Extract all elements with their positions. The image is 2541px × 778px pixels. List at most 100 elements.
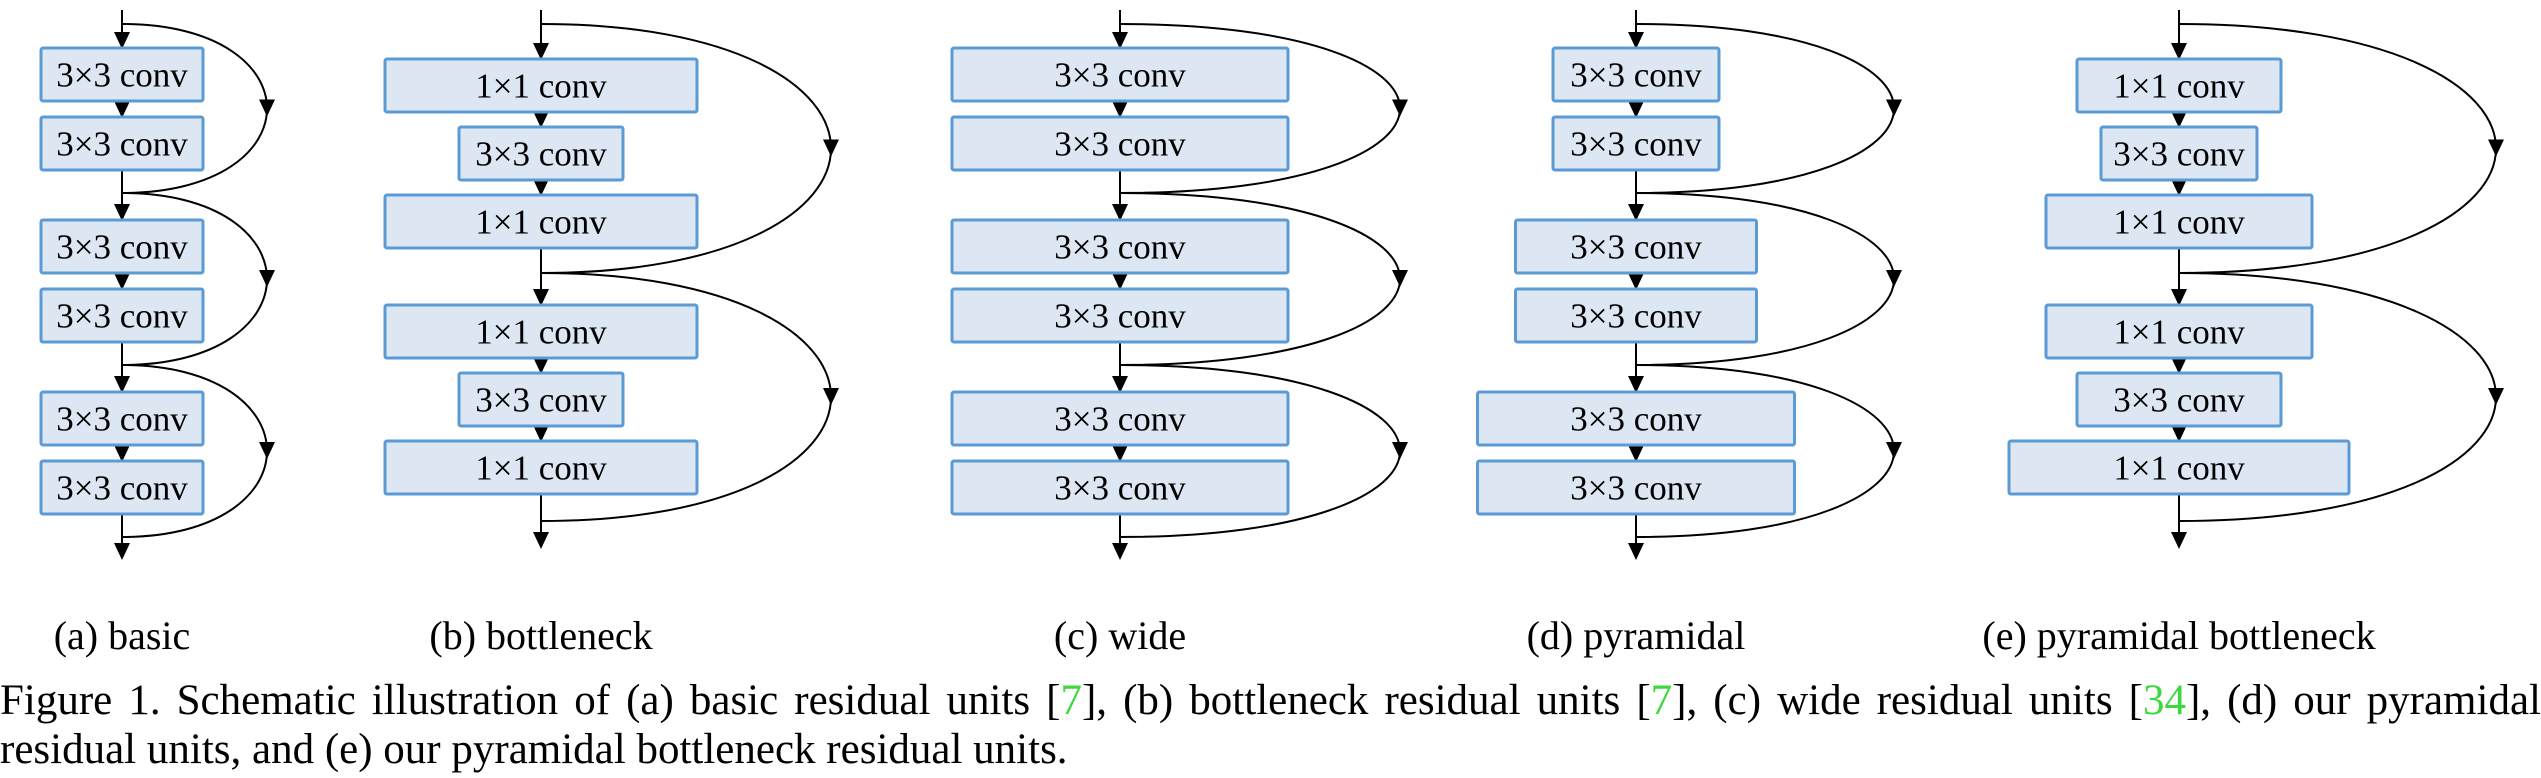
arrowhead-down-icon	[1886, 99, 1902, 117]
residual-unit-diagrams: 3×3 conv 3×3 conv 3×3 conv 3×3 conv 3×3 conv…	[39, 10, 2504, 560]
arrowhead-down-icon	[2171, 43, 2187, 60]
conv-box-label: 3×3 conv	[1570, 56, 1702, 95]
conv-box-c-3	[950, 218, 1290, 275]
subfigure-caption-e: (e) pyramidal bottleneck	[1982, 613, 2376, 658]
arrowhead-down-icon	[114, 273, 130, 290]
conv-box-c-4	[950, 287, 1290, 344]
conv-box-label: 3×3 conv	[1054, 125, 1186, 164]
arrowhead-down-icon	[259, 270, 275, 287]
arrowhead-down-icon	[1112, 543, 1128, 560]
conv-box-label: 1×1 conv	[475, 449, 607, 488]
arrowhead-down-icon	[2171, 357, 2187, 374]
figure-caption-line1: Figure 1. Schematic illustration of (a) …	[0, 676, 2541, 725]
arrowhead-down-icon	[1112, 273, 1128, 290]
conv-box-label: 1×1 conv	[2113, 313, 2245, 352]
arrowhead-down-icon	[1392, 99, 1408, 117]
arrowhead-down-icon	[1628, 204, 1644, 221]
arrowhead-down-icon	[1112, 32, 1128, 49]
conv-box-label: 3×3 conv	[56, 56, 188, 95]
conv-box-a-5	[39, 390, 205, 447]
conv-box-label: 3×3 conv	[1570, 297, 1702, 336]
arrowhead-down-icon	[2171, 179, 2187, 196]
arrowhead-down-icon	[114, 445, 130, 462]
caption-text: ], (d) our pyramidal	[2185, 677, 2541, 724]
conv-box-label: 3×3 conv	[56, 469, 188, 508]
conv-box-label: 1×1 conv	[475, 203, 607, 242]
conv-box-c-1	[950, 46, 1290, 103]
arrowhead-down-icon	[1112, 445, 1128, 462]
conv-box-e-1	[2075, 57, 2283, 114]
conv-box-label: 3×3 conv	[56, 400, 188, 439]
conv-box-label: 3×3 conv	[1570, 228, 1702, 267]
arrowhead-down-icon	[823, 139, 839, 157]
caption-text: Figure 1. Schematic illustration of (a) …	[0, 677, 1061, 724]
diagram-e: 1×1 conv 3×3 conv 1×1 conv 1×1 conv 3×3 conv…	[2007, 10, 2504, 549]
arrowhead-down-icon	[533, 43, 549, 60]
conv-box-label: 3×3 conv	[1054, 469, 1186, 508]
conv-box-e-2	[2099, 125, 2259, 182]
conv-box-label: 3×3 conv	[56, 228, 188, 267]
conv-box-b-3	[383, 193, 699, 250]
arrowhead-down-icon	[533, 111, 549, 128]
subfigure-captions: (a) basic(b) bottleneck(c) wide(d) pyram…	[0, 612, 2541, 662]
arrowhead-down-icon	[1886, 442, 1902, 459]
conv-box-b-6	[383, 439, 699, 496]
conv-box-a-3	[39, 218, 205, 275]
conv-box-e-6	[2007, 439, 2351, 496]
conv-box-e-4	[2044, 303, 2314, 360]
diagram-d: 3×3 conv 3×3 conv 3×3 conv 3×3 conv 3×3 conv…	[1476, 10, 1902, 560]
conv-box-label: 3×3 conv	[1570, 400, 1702, 439]
conv-box-a-2	[39, 115, 205, 172]
arrowhead-down-icon	[823, 388, 839, 405]
conv-box-label: 3×3 conv	[2113, 135, 2245, 174]
arrowhead-down-icon	[533, 357, 549, 374]
arrowhead-down-icon	[1392, 442, 1408, 459]
arrowhead-down-icon	[533, 179, 549, 196]
conv-box-label: 3×3 conv	[56, 297, 188, 336]
figure-caption-line2: residual units, and (e) our pyramidal bo…	[0, 725, 2541, 774]
conv-box-e-5	[2075, 371, 2283, 428]
arrowhead-down-icon	[114, 204, 130, 221]
conv-box-label: 1×1 conv	[475, 67, 607, 106]
arrowhead-down-icon	[259, 442, 275, 459]
arrowhead-down-icon	[2171, 289, 2187, 306]
conv-box-d-5	[1476, 390, 1796, 447]
arrowhead-down-icon	[2171, 111, 2187, 128]
figure-caption: Figure 1. Schematic illustration of (a) …	[0, 676, 2541, 774]
conv-box-label: 1×1 conv	[2113, 67, 2245, 106]
conv-box-c-5	[950, 390, 1290, 447]
arrowhead-down-icon	[1628, 543, 1644, 560]
arrowhead-down-icon	[533, 289, 549, 306]
arrowhead-down-icon	[1112, 101, 1128, 118]
conv-box-d-1	[1551, 46, 1721, 103]
arrowhead-down-icon	[2488, 139, 2504, 157]
conv-box-c-6	[950, 459, 1290, 516]
diagram-a: 3×3 conv 3×3 conv 3×3 conv 3×3 conv 3×3 conv…	[39, 10, 275, 560]
arrowhead-down-icon	[114, 543, 130, 560]
arrowhead-down-icon	[1886, 270, 1902, 287]
arrowhead-down-icon	[2171, 532, 2187, 549]
citation-ref: 7	[1650, 677, 1673, 724]
conv-box-e-3	[2044, 193, 2314, 250]
conv-box-label: 1×1 conv	[475, 313, 607, 352]
subfigure-caption-b: (b) bottleneck	[429, 613, 653, 658]
conv-box-label: 3×3 conv	[56, 125, 188, 164]
conv-box-b-5	[457, 371, 625, 428]
citation-ref: 7	[1060, 677, 1082, 724]
arrowhead-down-icon	[1112, 376, 1128, 393]
conv-box-d-3	[1514, 218, 1758, 275]
conv-box-label: 3×3 conv	[1570, 469, 1702, 508]
arrowhead-down-icon	[1392, 270, 1408, 287]
arrowhead-down-icon	[533, 532, 549, 549]
arrowhead-down-icon	[533, 425, 549, 442]
conv-box-label: 3×3 conv	[1054, 400, 1186, 439]
conv-box-label: 3×3 conv	[2113, 381, 2245, 420]
conv-box-label: 3×3 conv	[475, 381, 607, 420]
arrowhead-down-icon	[114, 32, 130, 49]
citation-ref: 34	[2142, 677, 2186, 724]
conv-box-label: 1×1 conv	[2113, 203, 2245, 242]
subfigure-caption-d: (d) pyramidal	[1526, 613, 1746, 658]
caption-text: residual units, and (e) our pyramidal bo…	[0, 726, 1068, 773]
